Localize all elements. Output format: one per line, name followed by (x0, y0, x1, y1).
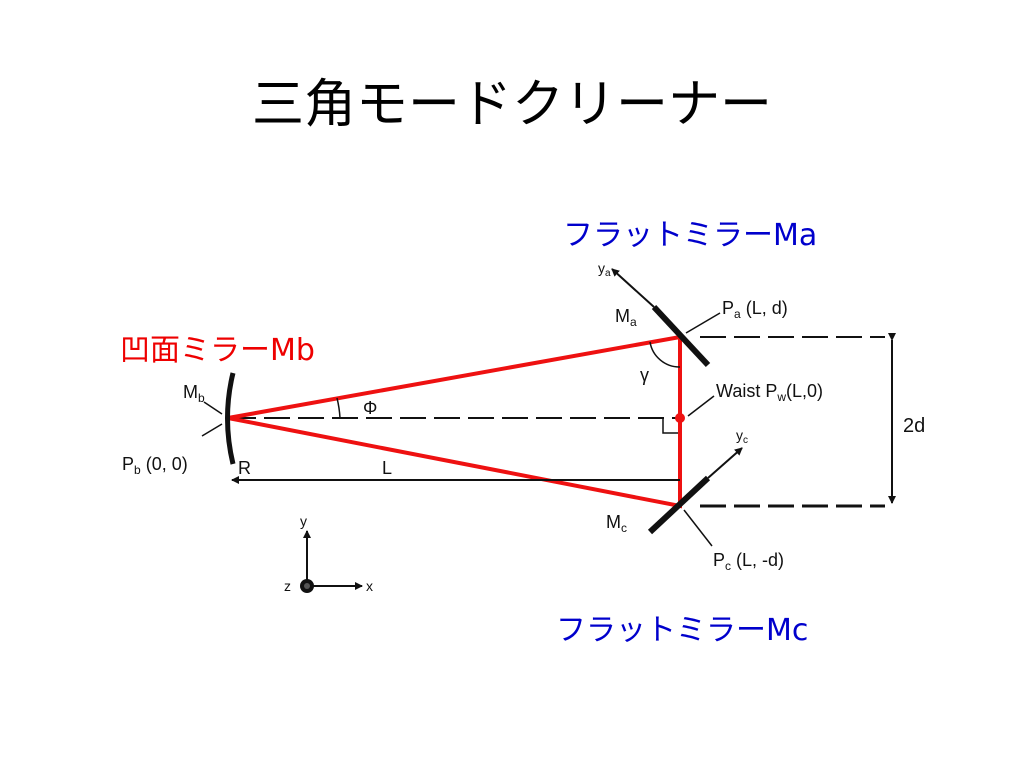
r-label: R (238, 458, 251, 478)
yc-label: yc (736, 427, 748, 446)
slide-title: 三角モードクリーナー (251, 75, 772, 135)
waist-label: Waist Pw(L,0) (716, 381, 823, 404)
pb-label: Pb (0, 0) (122, 454, 188, 477)
right-angle-marker (662, 418, 678, 434)
two-d-label: 2d (903, 415, 925, 437)
waist-point (675, 413, 685, 423)
ya-axis-arrow (611, 268, 655, 308)
l-label: L (382, 458, 392, 478)
axis-y-label: y (300, 513, 307, 529)
mc-label: Mc (606, 512, 627, 535)
ma-label: Ma (615, 306, 637, 329)
mirror-ma (651, 304, 711, 368)
axis-x-label: x (366, 578, 373, 594)
flat-mirror-mc-label: フラットミラーMc (556, 613, 809, 648)
yc-axis-arrow (707, 447, 743, 479)
pa-pointer (685, 312, 721, 334)
concave-mirror-mb-label: 凹面ミラーMb (120, 333, 315, 368)
waist-pointer (687, 395, 715, 417)
ya-label: ya (598, 260, 611, 279)
phi-label: Φ (363, 398, 377, 418)
pc-label: Pc (L, -d) (713, 550, 784, 573)
pb-pointer (201, 423, 223, 437)
mirror-mc (647, 475, 711, 535)
pc-pointer (683, 509, 713, 547)
gamma-angle-arc (649, 341, 681, 368)
mb-label: Mb (183, 382, 205, 405)
pa-label: Pa (L, d) (722, 298, 788, 321)
axis-z-label: z (284, 578, 291, 594)
mb-pointer (203, 401, 223, 415)
gamma-label: γ (640, 365, 649, 385)
mirror-mb-concave (225, 372, 236, 465)
flat-mirror-ma-label: フラットミラーMa (563, 218, 818, 253)
phi-angle-arc (336, 397, 341, 419)
axis-z-origin-inner (304, 583, 310, 589)
